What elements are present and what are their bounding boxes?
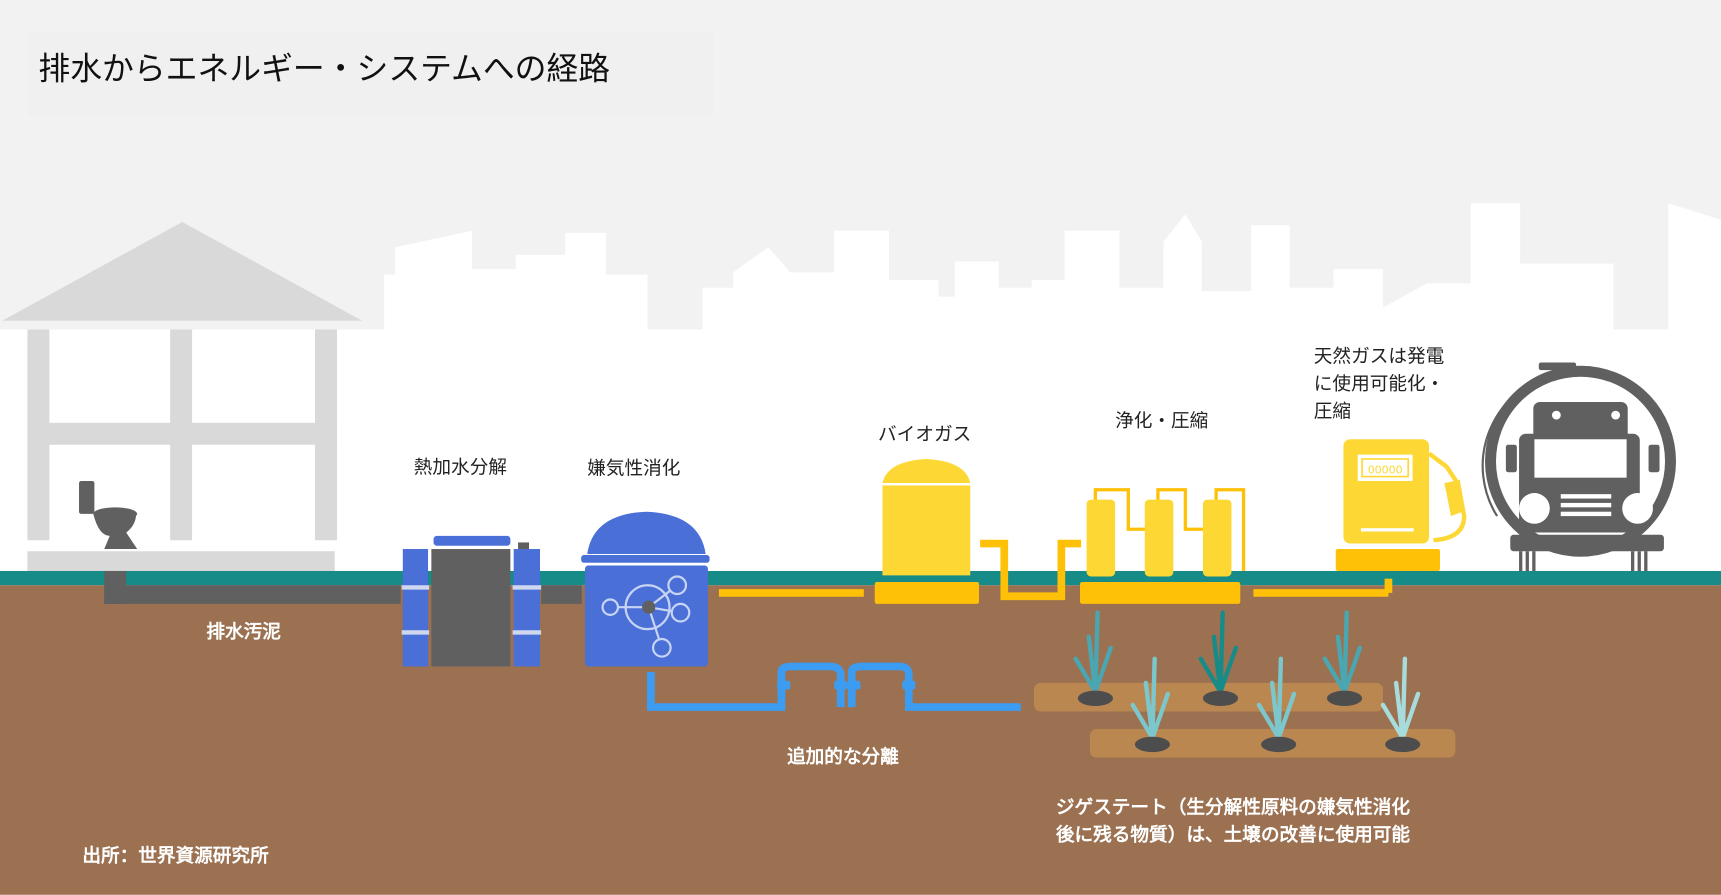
label-natural-gas-line2: に使用可能化・ <box>1314 374 1444 395</box>
anaerobic-digester <box>580 511 711 667</box>
purification-unit <box>1080 488 1246 604</box>
label-purification: 浄化・圧縮 <box>1115 411 1208 432</box>
thermal-hydrolysis-unit <box>401 535 542 667</box>
toilet-icon <box>79 480 138 550</box>
tanker-truck-icon <box>1481 362 1676 571</box>
biogas-pipe <box>718 539 1393 601</box>
label-thermal-hydrolysis: 熱加水分解 <box>414 457 507 478</box>
label-separation: 追加的な分離 <box>787 746 899 768</box>
label-sludge: 排水汚泥 <box>206 621 281 643</box>
separation-pipe <box>647 662 1021 711</box>
label-digestate-line1: ジゲステート（生分解性原料の嫌気性消化 <box>1056 797 1411 819</box>
label-anaerobic-digestion: 嫌気性消化 <box>587 458 680 479</box>
page-title: 排水からエネルギー・システムへの経路 <box>38 49 610 87</box>
source-credit: 出所：世界資源研究所 <box>82 845 269 867</box>
biogas-tank <box>874 459 980 604</box>
fuel-pump-icon: 00000 <box>1335 439 1467 571</box>
ground-surface <box>0 570 1721 586</box>
label-natural-gas-line3: 圧縮 <box>1314 401 1351 422</box>
plants <box>1073 610 1421 753</box>
pump-display: 00000 <box>1368 463 1403 476</box>
house-illustration <box>2 221 363 574</box>
title-box <box>27 33 714 116</box>
label-biogas: バイオガス <box>878 424 971 445</box>
label-digestate-line2: 後に残る物質）は、土壌の改善に使用可能 <box>1056 824 1411 846</box>
label-natural-gas-line1: 天然ガスは発電 <box>1314 346 1444 367</box>
sludge-pipe <box>104 570 582 604</box>
